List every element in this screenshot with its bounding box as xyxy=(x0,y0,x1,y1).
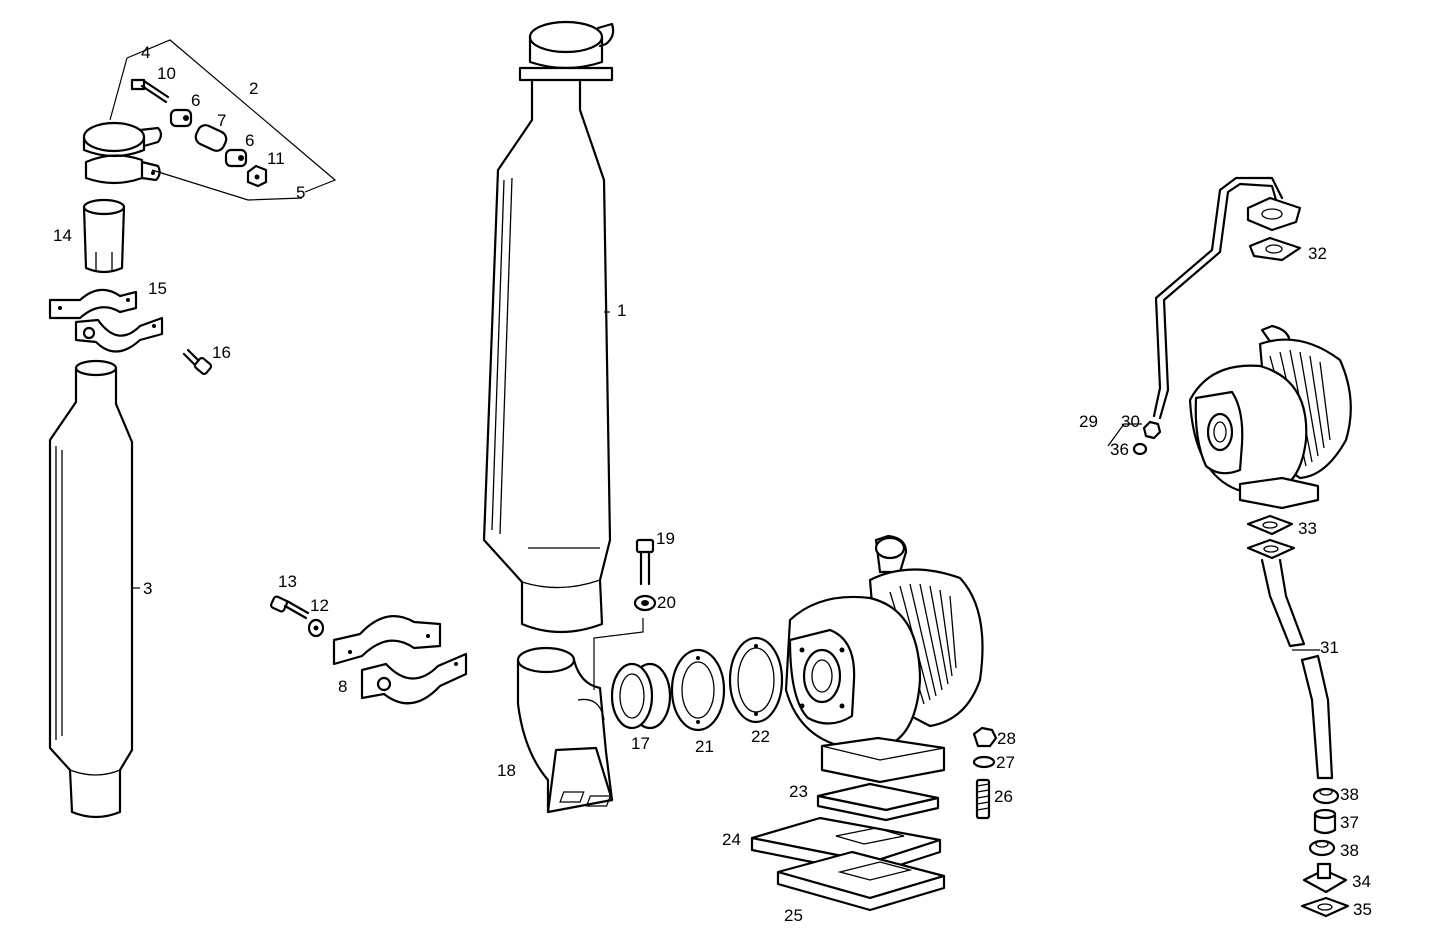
bracket-29 xyxy=(1107,423,1142,447)
turbocharger xyxy=(784,534,984,784)
ring-17 xyxy=(610,662,672,730)
drain-hose-31 xyxy=(1260,558,1334,780)
label-6b: 6 xyxy=(245,131,254,150)
label-14: 14 xyxy=(53,226,72,245)
bushing-6b xyxy=(224,148,248,168)
label-24: 24 xyxy=(722,830,741,849)
stud-26 xyxy=(975,778,991,820)
clamp-15 xyxy=(48,288,164,353)
label-23: 23 xyxy=(789,782,808,801)
label-3: 3 xyxy=(143,579,152,598)
label-18: 18 xyxy=(497,761,516,780)
label-16: 16 xyxy=(212,343,231,362)
flange-fitting xyxy=(1246,196,1302,232)
bolt-10 xyxy=(130,78,170,104)
gasket-25 xyxy=(776,850,946,912)
label-21: 21 xyxy=(695,737,714,756)
leader-lines xyxy=(132,311,1320,651)
label-15: 15 xyxy=(148,279,167,298)
sleeve-37 xyxy=(1313,808,1337,835)
label-25: 25 xyxy=(784,906,803,925)
part-labels: 1 2 3 4 5 6 6 7 8 10 11 12 13 14 15 16 1… xyxy=(53,43,1372,925)
nut-11 xyxy=(246,164,268,188)
nut-28 xyxy=(972,726,998,748)
label-31: 31 xyxy=(1320,638,1339,657)
label-32: 32 xyxy=(1308,244,1327,263)
oil-line-29 xyxy=(1152,176,1284,420)
gasket-33b xyxy=(1246,538,1296,560)
label-11: 11 xyxy=(267,149,285,168)
label-33: 33 xyxy=(1298,519,1317,538)
muffler-3 xyxy=(48,359,134,819)
label-22: 22 xyxy=(751,727,770,746)
label-8: 8 xyxy=(338,677,347,696)
label-7: 7 xyxy=(217,111,226,130)
washer-36 xyxy=(1132,442,1148,456)
label-38b: 38 xyxy=(1340,841,1359,860)
gasket-33a xyxy=(1246,514,1294,536)
label-19: 19 xyxy=(656,529,675,548)
leader-20 xyxy=(593,618,644,690)
muffler-1 xyxy=(482,20,615,634)
label-35: 35 xyxy=(1353,900,1372,919)
label-12: 12 xyxy=(310,596,329,615)
label-1: 1 xyxy=(617,301,626,320)
washer-12 xyxy=(307,618,325,638)
label-17: 17 xyxy=(631,734,650,753)
label-38a: 38 xyxy=(1340,785,1359,804)
gasket-22 xyxy=(728,636,784,724)
bolt-16 xyxy=(182,348,213,375)
label-36: 36 xyxy=(1110,440,1129,459)
clip-38b xyxy=(1308,839,1336,857)
clamp-8 xyxy=(332,615,468,705)
pipe-14 xyxy=(82,198,126,274)
spacer-7 xyxy=(194,124,228,152)
label-10: 10 xyxy=(157,64,176,83)
fitting-34 xyxy=(1302,862,1348,894)
flange-21 xyxy=(670,648,726,732)
bushing-6a xyxy=(169,108,193,128)
washer-27 xyxy=(972,755,996,769)
bracket-lines-2 xyxy=(109,39,337,201)
gasket-32 xyxy=(1248,236,1302,262)
clip-38a xyxy=(1312,787,1340,805)
label-5: 5 xyxy=(296,183,305,202)
label-2: 2 xyxy=(249,79,258,98)
label-29: 29 xyxy=(1079,412,1098,431)
label-28: 28 xyxy=(997,729,1016,748)
label-13: 13 xyxy=(278,572,297,591)
label-30: 30 xyxy=(1121,412,1140,431)
rain-cap-assembly xyxy=(82,121,163,185)
label-37: 37 xyxy=(1340,813,1359,832)
label-20: 20 xyxy=(657,593,676,612)
label-4: 4 xyxy=(141,43,150,62)
gasket-23 xyxy=(559,782,940,822)
elbow-18 xyxy=(516,646,614,814)
nut-30 xyxy=(1142,420,1162,440)
turbocharger-small xyxy=(1188,324,1352,510)
label-26: 26 xyxy=(994,787,1013,806)
washer-20 xyxy=(633,594,657,612)
gasket-35 xyxy=(1300,896,1350,918)
label-34: 34 xyxy=(1352,872,1371,891)
label-6a: 6 xyxy=(191,91,200,110)
screw-19 xyxy=(635,538,655,586)
label-27: 27 xyxy=(996,753,1015,772)
bolt-13 xyxy=(270,595,310,620)
